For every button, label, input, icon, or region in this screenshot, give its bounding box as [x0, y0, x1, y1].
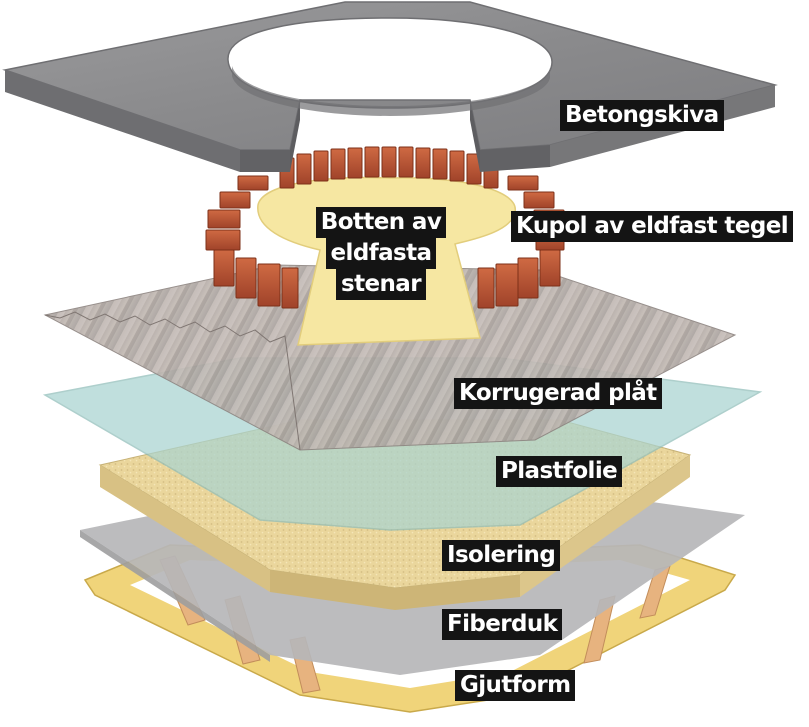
- label-gjutform: Gjutform: [455, 670, 576, 701]
- label-botten-line-2: eldfasta: [325, 238, 437, 269]
- label-fiberduk: Fiberduk: [442, 609, 563, 640]
- label-plastfolie: Plastfolie: [496, 456, 623, 487]
- label-botten-line-1: Botten av: [315, 207, 447, 238]
- label-botten-line-3: stenar: [336, 269, 426, 300]
- label-korrugerad: Korrugerad plåt: [454, 378, 662, 409]
- label-isolering: Isolering: [442, 540, 561, 571]
- label-betongskiva: Betongskiva: [560, 100, 724, 131]
- label-kupol: Kupol av eldfast tegel: [511, 211, 793, 242]
- label-botten: Botten av eldfasta stenar: [315, 207, 447, 300]
